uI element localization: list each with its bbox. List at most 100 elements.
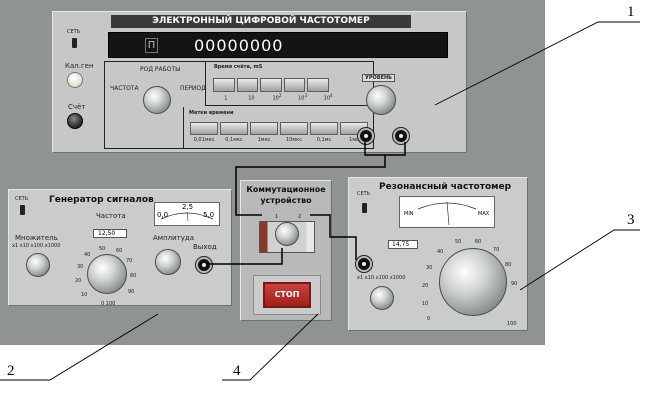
counter-input-jack-1[interactable] [358,128,374,144]
time-mark-value: 1мс [349,137,359,143]
count-time-label: Время счёта, mS [214,64,263,70]
resonant-freq-field[interactable]: 14,75 [388,240,418,249]
multiplier-knob[interactable] [26,253,50,277]
count-time-button-1[interactable] [213,78,235,92]
time-mark-value: 0,1мкс [225,137,243,143]
svg-text:40: 40 [437,249,443,255]
multiplier-values: х1 х10 х100 х1000 [12,243,61,249]
frequency-counter-panel: ЭЛЕКТРОННЫЙ ЦИФРОВОЙ ЧАСТОТОМЕР СЕТЬ П 0… [52,11,467,153]
level-label: УРОВЕНЬ [362,74,395,82]
svg-text:70: 70 [126,258,132,264]
time-marks-buttons [190,122,368,135]
svg-text:0 100: 0 100 [101,301,115,307]
time-mark-button-0-1ms[interactable] [310,122,338,135]
svg-text:80: 80 [505,262,511,268]
generator-title: Генератор сигналов [49,195,154,205]
callout-line-2 [0,313,159,381]
callout-3: 3 [627,212,635,228]
svg-text:10: 10 [81,292,87,298]
svg-text:70: 70 [493,247,499,253]
generator-output-jack[interactable] [196,257,212,273]
resonant-meter-panel: Резонансный частотомер СЕТЬ MIN MAX 14,7… [348,177,528,331]
mode-knob[interactable] [143,86,171,114]
mode-right-label: ПЕРИОД [180,85,206,92]
counter-input-jack-2[interactable] [393,128,409,144]
count-time-value: 10 [248,95,255,102]
time-mark-button-0-01us[interactable] [190,122,218,135]
stop-button[interactable]: СТОП [263,282,311,308]
resonant-dial-scale: 0 10 20 30 40 50 60 70 80 90 100 [422,239,517,327]
resonant-multipliers: х1 х10 х100 х1000 [357,275,406,281]
generator-meter-scale [160,211,214,222]
switch-pos-1: 1 [275,214,279,220]
svg-text:90: 90 [128,289,134,295]
count-time-button-1000[interactable] [283,78,306,92]
svg-text:30: 30 [426,265,432,271]
count-indicator [67,113,83,129]
svg-text:100: 100 [507,321,517,327]
wire-generator-to-switch [207,248,283,265]
time-mark-value: 1мкс [257,137,271,143]
svg-text:90: 90 [511,281,517,287]
count-time-button-10[interactable] [236,78,259,92]
amplitude-label: Амплитуда [153,234,195,242]
signal-generator-panel: СЕТЬ Генератор сигналов Частота 12,50 0,… [8,189,232,307]
generator-power-label: СЕТЬ [15,196,29,202]
resonant-tuning-knob[interactable] [439,248,507,316]
time-mark-button-10us[interactable] [280,122,308,135]
callout-2: 2 [7,363,15,379]
amplitude-knob[interactable] [155,249,181,275]
svg-text:0: 0 [427,316,430,322]
generator-freq-label: Частота [96,212,126,220]
switch-pos-2: 2 [298,214,302,220]
wire-switch-to-resonant [310,214,357,260]
switching-unit-panel: Коммутационное устройство 1 2 СТОП [240,180,332,321]
calibration-button[interactable] [67,72,83,88]
count-time-button-100[interactable] [260,78,282,92]
time-mark-button-0-1us[interactable] [220,122,248,135]
level-knob[interactable] [366,85,396,115]
multiplier-label: Множитель [15,234,58,242]
svg-text:50: 50 [99,246,105,252]
switch-selector-knob[interactable] [275,222,299,246]
resonant-input-jack[interactable] [356,256,372,272]
time-mark-button-1us[interactable] [250,122,278,135]
callout-line-3 [519,229,640,291]
resonant-freq-value: 14,75 [392,241,410,248]
generator-freq-value: 12,50 [98,230,116,237]
switch-unit-title-1: Коммутационное [246,185,326,194]
counter-power-switch[interactable] [72,38,77,48]
counter-power-label: СЕТЬ [67,29,81,35]
count-time-button-10000[interactable] [307,78,329,92]
resonant-power-label: СЕТЬ [357,191,371,197]
time-mark-value: 0,1мс [316,137,332,143]
display-mode-indicator: П [145,38,158,53]
callout-1: 1 [627,4,635,20]
generator-frequency-knob[interactable] [87,254,127,294]
time-marks-label: Метки времени [189,110,234,116]
resonant-multiplier-knob[interactable] [370,286,394,310]
svg-text:60: 60 [116,248,122,254]
svg-text:20: 20 [422,283,428,289]
count-time-value: 1 [224,95,228,102]
generator-amplitude-meter: 0,0 2,5 5,0 [154,202,220,226]
counter-display: П 00000000 [108,32,448,58]
output-label: Выход [193,243,217,251]
generator-freq-field[interactable]: 12,50 [93,229,127,238]
generator-power-switch[interactable] [20,205,25,215]
switch-unit-title-2: устройство [260,196,312,205]
svg-text:60: 60 [475,239,481,245]
resonant-meter-scale [417,201,477,226]
counter-title: ЭЛЕКТРОННЫЙ ЦИФРОВОЙ ЧАСТОТОМЕР [111,15,411,28]
meter-max-label: 5,0 [203,211,215,219]
time-mark-value: 0,01мкс [193,137,215,143]
svg-text:50: 50 [455,239,461,245]
svg-text:10: 10 [422,301,428,307]
svg-text:30: 30 [77,264,83,270]
resonant-power-switch[interactable] [362,203,367,213]
mode-knob-label: РОД РАБОТЫ [140,66,181,73]
display-digits: 00000000 [194,36,284,55]
callout-4: 4 [233,363,241,379]
